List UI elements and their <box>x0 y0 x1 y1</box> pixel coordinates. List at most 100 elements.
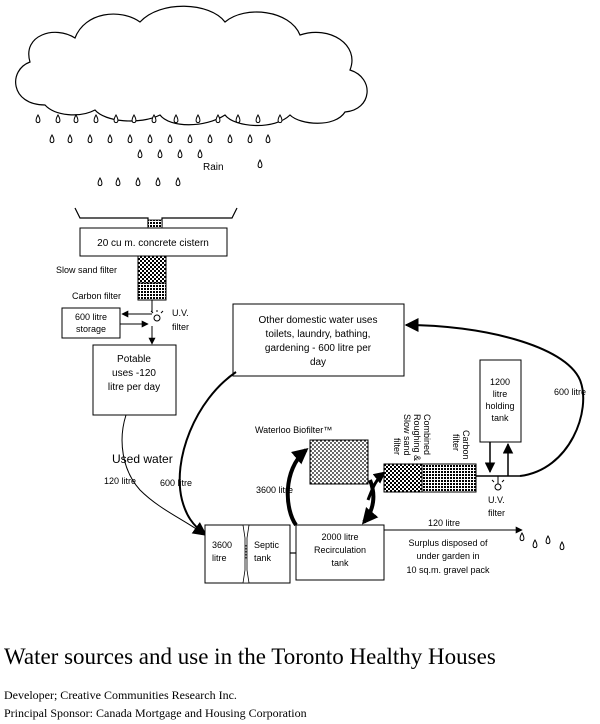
holding-label-3: holding <box>485 401 514 411</box>
svg-text:filter: filter <box>392 438 402 455</box>
droplet-icon <box>195 114 201 124</box>
cistern-box <box>79 227 228 257</box>
recirc-to-filters-flow <box>366 471 386 501</box>
carbon-filter <box>137 282 167 301</box>
uv-filter-label-2: filter <box>172 322 189 332</box>
cloud-icon <box>15 5 368 127</box>
droplet-icon <box>137 149 143 159</box>
droplet-icon <box>55 114 61 124</box>
storage-label-1: 600 litre <box>75 312 107 322</box>
droplet-icon <box>67 134 73 144</box>
droplet-icon <box>257 159 263 169</box>
droplet-icon <box>49 134 55 144</box>
potable-uses-box <box>92 344 177 416</box>
biofilter-to-recirc-flow <box>361 479 379 525</box>
svg-text:Carbon: Carbon <box>461 430 471 460</box>
recirc-to-biofilter-flow <box>285 447 309 527</box>
droplet-icon <box>559 541 565 551</box>
potable-label-2: uses -120 <box>112 368 156 379</box>
domestic-label-4: day <box>310 357 326 368</box>
droplet-icon <box>155 177 161 187</box>
droplet-icon <box>113 114 119 124</box>
holding-tank-box <box>479 359 522 443</box>
domestic-label-2: toilets, laundry, bathing, <box>266 329 371 340</box>
carbon-filter-label: Carbon filter <box>72 291 121 301</box>
svg-text:Combined: Combined <box>422 414 432 455</box>
downspout <box>147 219 163 229</box>
svg-text:Roughing &: Roughing & <box>412 414 422 461</box>
surplus-label-1: Surplus disposed of <box>408 538 488 548</box>
droplet-icon <box>157 149 163 159</box>
used-water-label: Used water <box>112 452 173 466</box>
potable-label-1: Potable <box>117 354 151 365</box>
holding-label-2: litre <box>493 389 508 399</box>
roughing-filter-box <box>383 463 423 493</box>
domestic-to-septic-flow <box>178 371 237 536</box>
biofilter-box <box>309 439 369 485</box>
uv-filter-label-1: U.V. <box>172 308 189 318</box>
droplet-icon <box>247 134 253 144</box>
droplet-icon <box>227 134 233 144</box>
domestic-uses-box <box>232 303 405 377</box>
carbon-filter-vertical-label: Carbon filter <box>451 430 471 460</box>
flow-600-right-label: 600 litre <box>554 387 586 397</box>
recirc-label-3: tank <box>331 558 349 568</box>
droplet-icon <box>215 114 221 124</box>
droplet-icon <box>187 134 193 144</box>
droplet-icon <box>519 532 525 542</box>
storage-label-2: storage <box>76 324 106 334</box>
flow-120-left-label: 120 litre <box>104 476 136 486</box>
biofilter-label: Waterloo Biofilter™ <box>255 425 332 435</box>
raindrops <box>35 114 283 187</box>
surplus-label-3: 10 sq.m. gravel pack <box>406 565 490 575</box>
ground-drops <box>519 532 565 551</box>
uv2-label-1: U.V. <box>488 495 505 505</box>
droplet-icon <box>93 114 99 124</box>
uv-lamp-2-icon <box>491 476 505 491</box>
svg-text:filter: filter <box>451 434 461 451</box>
septic-name-label-1: Septic <box>254 540 280 550</box>
svg-text:Slow sand: Slow sand <box>402 414 412 456</box>
sponsor-credit: Principal Sponsor: Canada Mortgage and H… <box>4 706 307 720</box>
droplet-icon <box>545 535 551 545</box>
flow-3600-label: 3600 litre <box>256 485 293 495</box>
slow-sand-filter <box>137 255 167 284</box>
droplet-icon <box>177 149 183 159</box>
droplet-icon <box>131 114 137 124</box>
droplet-icon <box>173 114 179 124</box>
recirc-label-1: 2000 litre <box>321 532 358 542</box>
uv-lamp-icon <box>150 310 164 322</box>
droplet-icon <box>35 114 41 124</box>
holding-label-4: tank <box>491 413 509 423</box>
uv2-label-2: filter <box>488 508 505 518</box>
droplet-icon <box>277 114 283 124</box>
septic-name-label-2: tank <box>254 553 272 563</box>
septic-volume-label-1: 3600 <box>212 540 232 550</box>
droplet-icon <box>265 134 271 144</box>
domestic-label-3: gardening - 600 litre per <box>265 343 372 354</box>
droplet-icon <box>532 539 538 549</box>
droplet-icon <box>151 114 157 124</box>
droplet-icon <box>135 177 141 187</box>
slow-sand-filter-label: Slow sand filter <box>56 265 117 275</box>
droplet-icon <box>147 134 153 144</box>
droplet-icon <box>97 177 103 187</box>
droplet-icon <box>87 134 93 144</box>
rain-label: Rain <box>203 162 224 173</box>
droplet-icon <box>255 114 261 124</box>
potable-label-3: litre per day <box>108 382 160 393</box>
droplet-icon <box>115 177 121 187</box>
droplet-icon <box>107 134 113 144</box>
potable-to-septic-flow <box>121 414 206 536</box>
surplus-label-2: under garden in <box>416 551 479 561</box>
developer-credit: Developer; Creative Communities Research… <box>4 688 237 702</box>
droplet-icon <box>235 114 241 124</box>
recirculation-tank-box <box>295 524 385 581</box>
holding-label-1: 1200 <box>490 377 510 387</box>
flow-120-right-label: 120 litre <box>428 518 460 528</box>
droplet-icon <box>207 134 213 144</box>
roughing-filter-vertical-label: Combined Roughing & Slow sand filter <box>392 414 432 461</box>
return-to-domestic-flow <box>404 318 585 477</box>
flow-600-left-label: 600 litre <box>160 478 192 488</box>
